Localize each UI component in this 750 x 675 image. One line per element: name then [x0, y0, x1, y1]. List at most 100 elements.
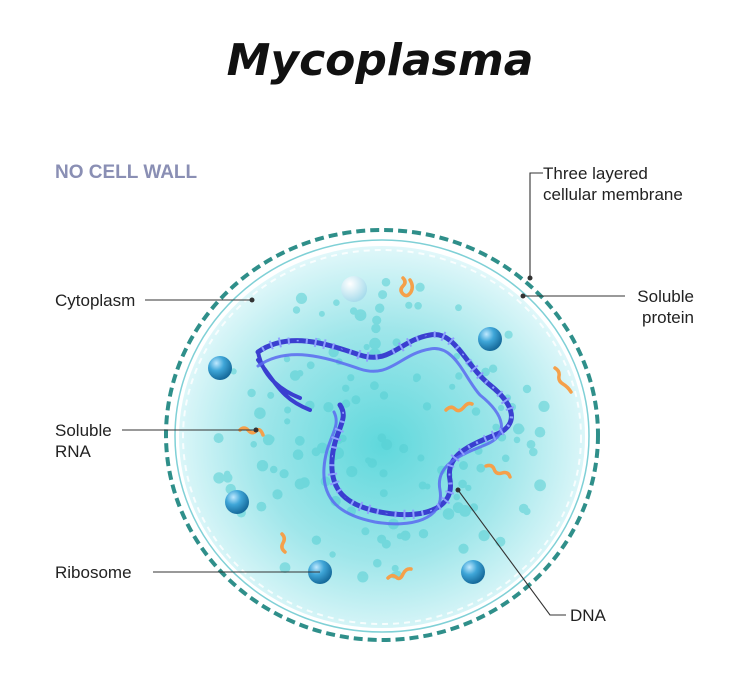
no-cell-wall-note: NO CELL WALL [55, 162, 198, 183]
protein-dot [342, 384, 350, 392]
dna-base-pair [429, 509, 433, 512]
protein-dot [294, 478, 306, 490]
dna-backbone-a [255, 332, 514, 518]
dna-base-pair [391, 348, 396, 355]
protein-dot [418, 529, 429, 539]
dna-base-pair [277, 337, 282, 348]
protein-dot [311, 535, 322, 545]
label-soluble-protein-line1: Soluble [637, 287, 694, 306]
dna-base-pair [327, 472, 338, 476]
protein-dot [381, 277, 391, 287]
dna-base-pair [436, 503, 442, 511]
protein-dot [378, 290, 388, 300]
dna-base-pair [491, 386, 495, 390]
dna-base-pair [331, 343, 335, 350]
protein-dot [453, 493, 461, 501]
protein-dot [534, 426, 546, 438]
protein-dot [370, 381, 379, 391]
dna-base-pair [500, 397, 511, 405]
dna-base-pair [461, 353, 465, 356]
protein-dot [354, 309, 367, 321]
ribosome [461, 560, 485, 584]
protein-dot [501, 454, 510, 463]
dna-base-pair [496, 390, 504, 398]
dna-base-pair [467, 444, 471, 449]
protein-dot [377, 433, 387, 443]
leader-dot [527, 275, 533, 281]
protein-dot [346, 466, 358, 478]
dna-base-pair [490, 430, 497, 441]
dna-base-pair [505, 406, 515, 411]
dna-base-pair [458, 447, 465, 456]
ribosome [225, 490, 249, 514]
protein-dot [377, 534, 387, 544]
protein-dot [399, 443, 409, 454]
dna-base-pair [446, 463, 455, 468]
protein-dot [294, 435, 305, 446]
protein-dot [361, 527, 370, 536]
leader-dot [249, 297, 255, 303]
dna-backbone-b [256, 347, 503, 526]
protein-dot [422, 402, 432, 411]
dna-base-pair [331, 436, 342, 442]
protein-dot [375, 303, 385, 313]
protein-dot [247, 388, 256, 398]
protein-dot [263, 434, 273, 444]
dna-base-pair [356, 349, 362, 360]
protein-dot [414, 302, 422, 310]
protein-dot [455, 372, 463, 380]
protein-dot [381, 439, 393, 451]
protein-dot [365, 457, 372, 464]
protein-dot [373, 558, 382, 568]
protein-dot [371, 323, 381, 334]
protein-dot [498, 404, 505, 411]
protein-dot [458, 479, 467, 489]
protein-dot [357, 571, 369, 583]
ribosomes [208, 276, 502, 584]
protein-dot [488, 364, 498, 373]
soluble-rna [238, 276, 573, 581]
dna-strand [255, 331, 515, 526]
protein-dot [272, 489, 283, 500]
dna-base-pair [330, 445, 338, 450]
leader-membrane [529, 172, 543, 278]
protein-dot [284, 406, 292, 414]
protein-dot [471, 407, 481, 416]
rna-strand [386, 567, 413, 581]
protein-dot [267, 391, 275, 399]
protein-dot [459, 461, 468, 470]
membrane-outer-dashes [164, 228, 600, 642]
protein-dot [418, 481, 427, 490]
protein-dot [522, 384, 532, 394]
protein-dot [478, 530, 490, 542]
protein-dot [465, 484, 472, 492]
dna-tail [256, 350, 312, 412]
dna-base-pair [376, 508, 380, 515]
protein-dot [250, 441, 257, 448]
protein-dot [256, 460, 269, 472]
dna-base-pair [365, 351, 370, 362]
dna-base-pair [440, 331, 447, 342]
protein-dot [329, 551, 336, 558]
leader-dna [457, 489, 566, 616]
protein-dot [379, 469, 388, 478]
dna-base-pair [322, 339, 327, 350]
cell [164, 228, 600, 642]
protein-dot [413, 373, 421, 382]
protein-dot [213, 433, 224, 444]
label-dna: DNA [570, 606, 607, 625]
dna-base-pair [261, 346, 265, 352]
protein-dot [283, 355, 291, 363]
dna-base-pair [465, 358, 473, 365]
protein-dot [323, 402, 334, 413]
dna-base-pair [420, 510, 424, 516]
dna-base-pair [394, 510, 397, 518]
label-membrane-line2: cellular membrane [543, 185, 683, 204]
leader-dot [253, 427, 259, 433]
dna-base-pair [287, 337, 291, 345]
label-ribosome: Ribosome [55, 563, 132, 582]
dna-base-pair [415, 335, 420, 342]
dna-base-pair [476, 371, 484, 380]
protein-dot [213, 472, 225, 484]
protein-dot [523, 507, 531, 516]
